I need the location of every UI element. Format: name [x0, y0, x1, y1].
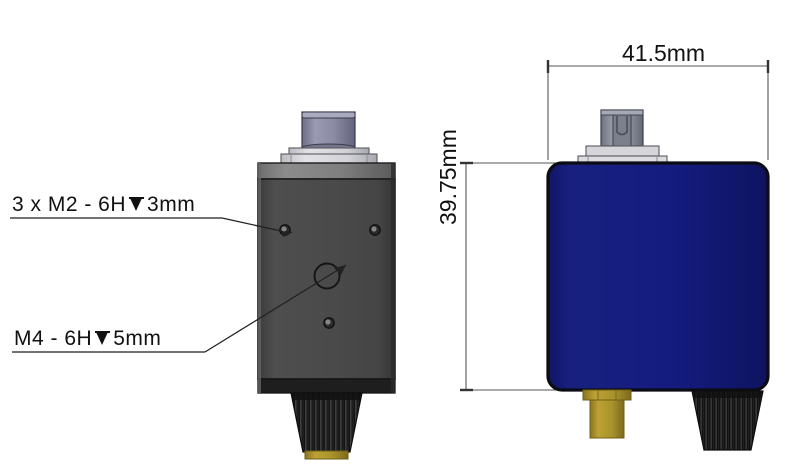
m2-callout-value: 3mm: [147, 193, 196, 216]
bottom-knurled-cap: [290, 392, 363, 460]
top-connector-flange: [280, 147, 378, 165]
vertical-dimension-geometry: [460, 161, 560, 392]
bottom-brass-connector: [582, 389, 632, 439]
m4-leader-line: [12, 264, 347, 353]
top-connector-cylinder: [301, 111, 356, 153]
height-dimension-label: 39.75mm: [435, 129, 461, 225]
depth-arrow-icon: [95, 330, 111, 348]
m2-callout-text: 3 x M2 - 6H 3mm: [12, 193, 195, 217]
width-dimension-label: 41.5mm: [622, 40, 706, 66]
right-view-blue-housing: [546, 109, 770, 451]
m2-leader-line: [10, 217, 293, 237]
m4-callout-text: M4 - 6H 5mm: [14, 327, 161, 351]
bottom-knurled-cap-right: [691, 390, 764, 451]
m4-center-hole: [313, 262, 341, 290]
m4-callout-value: 5mm: [113, 327, 162, 350]
m2-hole-bottom: [323, 317, 335, 329]
horizontal-dimension-geometry: [546, 60, 770, 160]
depth-arrow-icon: [129, 196, 145, 214]
m2-hole-right: [369, 224, 381, 236]
gray-main-body: [257, 162, 396, 394]
top-connector-block: [600, 109, 644, 147]
blue-main-body: [546, 161, 770, 392]
m4-callout-prefix: M4 - 6H: [14, 327, 93, 350]
m2-callout-prefix: 3 x M2 - 6H: [12, 193, 127, 216]
left-view-gray-housing: [257, 111, 396, 460]
